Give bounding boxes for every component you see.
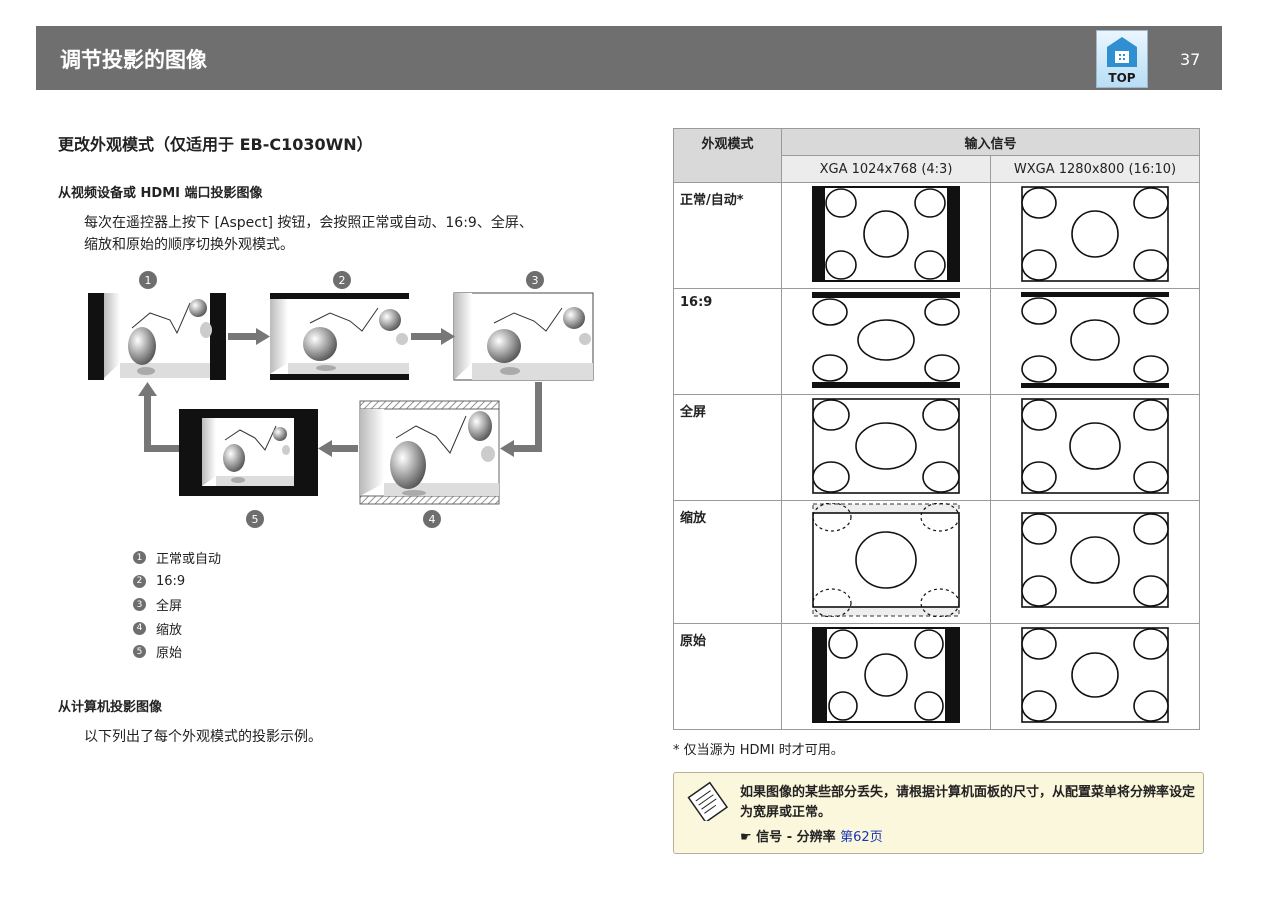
svg-text:2: 2 — [339, 274, 346, 287]
example-xga-full — [812, 397, 960, 494]
svg-text:5: 5 — [252, 513, 259, 526]
example-xga-16-9 — [812, 291, 960, 388]
row-label: 全屏 — [673, 394, 782, 501]
top-button[interactable]: TOP — [1096, 30, 1148, 88]
example-wxga-zoom — [1021, 512, 1169, 608]
computer-heading: 从计算机投影图像 — [58, 700, 163, 715]
svg-text:3: 3 — [532, 274, 539, 287]
table-row: 正常/自动* — [673, 182, 1200, 289]
frame-zoom — [359, 400, 500, 505]
example-xga-original — [812, 626, 960, 723]
example-xga-normal — [812, 185, 960, 282]
projector-icon — [1107, 37, 1137, 67]
note-text: 如果图像的某些部分丢失，请根据计算机面板的尺寸，从配置菜单将分辨率设定为宽屏或正… — [740, 785, 1196, 820]
frame-original — [179, 409, 318, 496]
col-wxga-header: WXGA 1280x800 (16:10) — [990, 155, 1200, 183]
col-xga-header: XGA 1024x768 (4:3) — [781, 155, 991, 183]
table-row: 全屏 — [673, 394, 1200, 501]
svg-text:4: 4 — [429, 513, 436, 526]
example-cell — [990, 182, 1200, 289]
note-icon — [687, 781, 729, 821]
page-header: 调节投影的图像 TOP 37 — [36, 26, 1222, 90]
table-row: 原始 — [673, 623, 1200, 730]
section-title: 更改外观模式（仅适用于 EB-C1030WN） — [58, 135, 373, 154]
frame-16-9 — [270, 293, 409, 380]
example-cell — [781, 500, 991, 624]
page-title: 调节投影的图像 — [60, 48, 207, 72]
video-paragraph: 每次在遥控器上按下 [Aspect] 按钮，会按照正常或自动、16:9、全屏、 … — [84, 212, 624, 256]
example-xga-zoom — [812, 502, 960, 618]
footnote: * 仅当源为 HDMI 时才可用。 — [673, 743, 844, 758]
example-cell — [781, 394, 991, 501]
row-label: 缩放 — [673, 500, 782, 624]
page-number: 37 — [1180, 50, 1201, 69]
aspect-mode-table: 外观模式 输入信号 XGA 1024x768 (4:3) WXGA 1280x8… — [673, 128, 1200, 730]
row-label: 正常/自动* — [673, 182, 782, 289]
example-wxga-full — [1021, 397, 1169, 494]
aspect-cycle-diagram: 1 2 3 4 5 — [88, 271, 594, 528]
example-cell — [781, 623, 991, 730]
example-wxga-normal — [1021, 185, 1169, 282]
example-wxga-original — [1021, 626, 1169, 723]
table-row: 缩放 — [673, 500, 1200, 624]
page-link[interactable]: 第62页 — [840, 830, 883, 845]
step-number-5: 5 — [246, 510, 264, 528]
video-paragraph-line2: 缩放和原始的顺序切换外观模式。 — [84, 237, 294, 253]
top-label: TOP — [1108, 71, 1136, 85]
example-cell — [990, 623, 1200, 730]
note-reference: ☛ 信号 - 分辨率 第62页 — [740, 826, 883, 845]
example-wxga-16-9 — [1021, 291, 1169, 388]
example-cell — [990, 500, 1200, 624]
video-paragraph-line1: 每次在遥控器上按下 [Aspect] 按钮，会按照正常或自动、16:9、全屏、 — [84, 215, 533, 231]
col-input-header: 输入信号 — [781, 128, 1200, 156]
frame-normal — [88, 293, 226, 380]
note-ref-label: ☛ 信号 - 分辨率 — [740, 830, 841, 845]
step-number-2: 2 — [333, 271, 351, 289]
col-mode-header: 外观模式 — [673, 128, 782, 183]
example-cell — [781, 182, 991, 289]
flow-arrows — [138, 328, 542, 457]
table-row: 16:9 — [673, 288, 1200, 395]
example-cell — [990, 394, 1200, 501]
video-heading: 从视频设备或 HDMI 端口投影图像 — [58, 186, 263, 201]
step-number-3: 3 — [526, 271, 544, 289]
step-number-4: 4 — [423, 510, 441, 528]
computer-paragraph: 以下列出了每个外观模式的投影示例。 — [84, 729, 322, 745]
svg-text:1: 1 — [145, 274, 152, 287]
frame-full — [453, 292, 594, 381]
note-box: 如果图像的某些部分丢失，请根据计算机面板的尺寸，从配置菜单将分辨率设定为宽屏或正… — [673, 772, 1204, 854]
step-number-1: 1 — [139, 271, 157, 289]
row-label: 16:9 — [673, 288, 782, 395]
example-cell — [781, 288, 991, 395]
row-label: 原始 — [673, 623, 782, 730]
example-cell — [990, 288, 1200, 395]
